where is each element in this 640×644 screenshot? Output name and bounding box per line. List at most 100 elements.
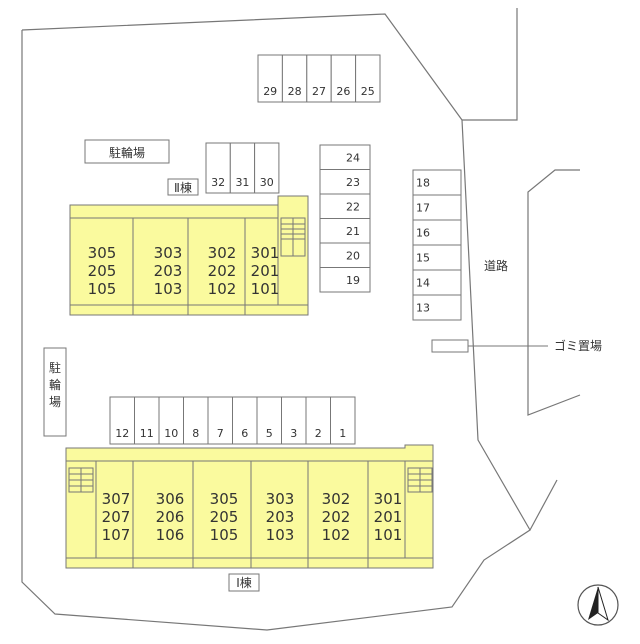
parking-space-number: 30 bbox=[260, 176, 274, 189]
parking-space-number: 11 bbox=[140, 427, 154, 440]
building-1-label: Ⅰ棟 bbox=[236, 575, 252, 590]
parking-space: 17 bbox=[412, 194, 462, 221]
parking-space-number: 28 bbox=[288, 85, 302, 98]
parking-row-top: 29 28 27 26 25 bbox=[257, 54, 381, 103]
parking-column-right: 18 17 16 15 14 13 bbox=[412, 169, 462, 321]
building-2-tag bbox=[167, 178, 199, 196]
parking-space: 22 bbox=[319, 193, 371, 219]
parking-space: 1 bbox=[330, 396, 356, 445]
parking-space-number: 5 bbox=[266, 427, 273, 440]
bike-parking-top bbox=[84, 139, 170, 164]
bike-parking-left-label: 駐輪場 bbox=[49, 360, 61, 409]
road-edge-inner bbox=[527, 169, 581, 416]
bike-parking-left bbox=[43, 347, 67, 437]
parking-space: 23 bbox=[319, 169, 371, 195]
parking-space: 31 bbox=[229, 142, 256, 194]
parking-space-number: 17 bbox=[416, 202, 430, 215]
parking-space: 28 bbox=[281, 54, 308, 103]
parking-space-number: 1 bbox=[339, 427, 346, 440]
trash-area bbox=[431, 339, 469, 353]
parking-space-number: 7 bbox=[217, 427, 224, 440]
parking-space: 20 bbox=[319, 242, 371, 268]
parking-space-number: 10 bbox=[164, 427, 178, 440]
parking-space-number: 20 bbox=[346, 249, 360, 262]
parking-space-number: 27 bbox=[312, 85, 326, 98]
parking-space-number: 31 bbox=[235, 176, 249, 189]
stairs-building-1-left bbox=[68, 467, 94, 493]
parking-space: 25 bbox=[355, 54, 381, 103]
property-boundary bbox=[21, 13, 531, 631]
parking-space-number: 22 bbox=[346, 200, 360, 213]
parking-column-center: 24 23 22 21 20 19 bbox=[319, 144, 371, 293]
parking-space: 19 bbox=[319, 267, 371, 293]
parking-space: 16 bbox=[412, 219, 462, 246]
parking-space-number: 25 bbox=[361, 85, 375, 98]
parking-space-number: 19 bbox=[346, 274, 360, 287]
trash-label: ゴミ置場 bbox=[554, 338, 602, 353]
parking-space: 12 bbox=[109, 396, 135, 445]
parking-space: 8 bbox=[183, 396, 209, 445]
parking-space: 32 bbox=[205, 142, 231, 194]
parking-space-number: 16 bbox=[416, 227, 430, 240]
stairs-building-2 bbox=[280, 217, 306, 257]
parking-space: 24 bbox=[319, 144, 371, 170]
parking-space: 3 bbox=[281, 396, 307, 445]
parking-space-number: 23 bbox=[346, 176, 360, 189]
parking-space: 13 bbox=[412, 294, 462, 321]
building-1-tag bbox=[228, 573, 260, 592]
parking-row-middle: 32 31 30 bbox=[205, 142, 280, 194]
road-edge-bottom bbox=[529, 479, 558, 531]
parking-space: 21 bbox=[319, 218, 371, 244]
bike-parking-top-label: 駐輪場 bbox=[109, 145, 145, 160]
parking-space-number: 12 bbox=[115, 427, 129, 440]
parking-space: 26 bbox=[330, 54, 357, 103]
parking-space: 27 bbox=[306, 54, 332, 103]
parking-space: 15 bbox=[412, 244, 462, 271]
parking-space: 6 bbox=[232, 396, 258, 445]
parking-space-number: 8 bbox=[192, 427, 199, 440]
building-1-outline bbox=[65, 444, 434, 569]
parking-space: 30 bbox=[254, 142, 280, 194]
parking-space: 29 bbox=[257, 54, 283, 103]
parking-space-number: 18 bbox=[416, 177, 430, 190]
parking-space: 14 bbox=[412, 269, 462, 296]
parking-space-number: 2 bbox=[315, 427, 322, 440]
parking-space-number: 21 bbox=[346, 225, 360, 238]
parking-space-number: 13 bbox=[416, 302, 430, 315]
parking-space-number: 24 bbox=[346, 151, 360, 164]
north-arrow-icon bbox=[577, 584, 619, 626]
parking-space-number: 32 bbox=[211, 176, 225, 189]
parking-space: 7 bbox=[207, 396, 233, 445]
parking-row-bottom: 12 11 10 8 7 6 5 3 2 1 bbox=[109, 396, 356, 445]
parking-space-number: 3 bbox=[290, 427, 297, 440]
parking-space: 11 bbox=[134, 396, 160, 445]
building-2-label: Ⅱ棟 bbox=[174, 180, 192, 195]
parking-space-number: 14 bbox=[416, 277, 430, 290]
parking-space: 5 bbox=[256, 396, 282, 445]
stairs-building-1-right bbox=[407, 467, 433, 493]
road-edge-top bbox=[462, 8, 518, 121]
parking-space-number: 26 bbox=[336, 85, 350, 98]
road-label: 道路 bbox=[484, 258, 508, 273]
parking-space: 18 bbox=[412, 169, 462, 196]
parking-space-number: 6 bbox=[241, 427, 248, 440]
parking-space: 2 bbox=[305, 396, 331, 445]
parking-space-number: 15 bbox=[416, 252, 430, 265]
parking-space: 10 bbox=[158, 396, 184, 445]
